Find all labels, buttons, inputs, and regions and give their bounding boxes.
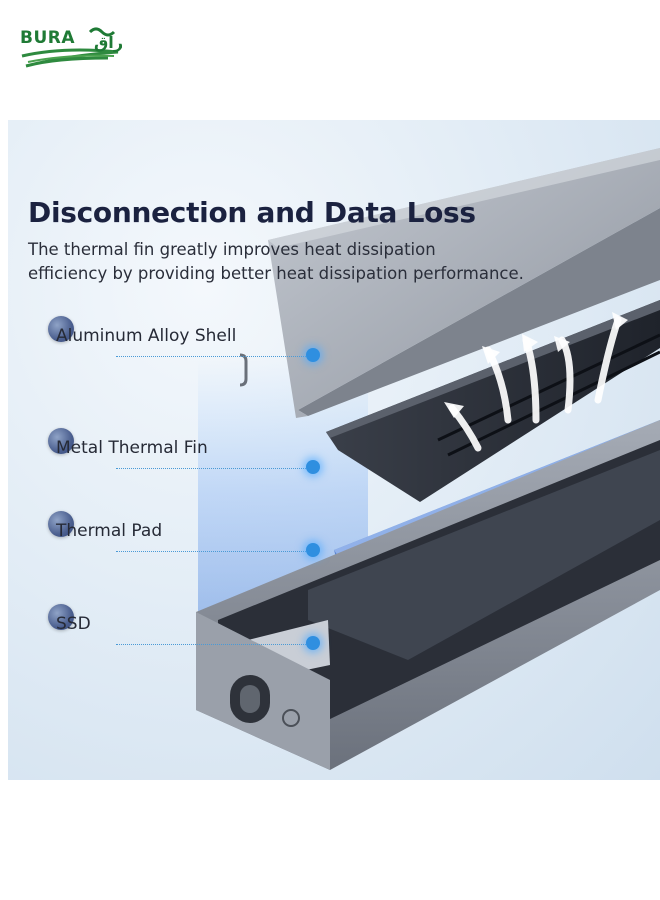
- callout-endpoint: [306, 348, 320, 362]
- callout-thermal-pad: Thermal Pad: [48, 511, 348, 557]
- callout-label: Aluminum Alloy Shell: [56, 326, 237, 346]
- callout-label: SSD: [56, 614, 91, 634]
- callout-aluminum-alloy-shell: Aluminum Alloy Shell: [48, 316, 348, 362]
- headline: Disconnection and Data Loss: [28, 196, 476, 229]
- callout-dot: [48, 511, 74, 537]
- logo-arabic: براق: [94, 33, 122, 52]
- callout-label: Metal Thermal Fin: [56, 438, 208, 458]
- callout-dot: [48, 604, 74, 630]
- callout-dot: [48, 428, 74, 454]
- callout-metal-thermal-fin: Metal Thermal Fin: [48, 428, 348, 474]
- callout-leader-line: [116, 551, 312, 552]
- callout-ssd: SSD: [48, 604, 348, 650]
- description-line: efficiency by providing better heat diss…: [28, 264, 524, 283]
- callout-dot: [48, 316, 74, 342]
- callout-endpoint: [306, 460, 320, 474]
- logo-mark: براق: [21, 27, 122, 68]
- description-line: The thermal fin greatly improves heat di…: [28, 240, 436, 259]
- callout-endpoint: [306, 543, 320, 557]
- callout-leader-line: [116, 644, 312, 645]
- logo-text: BURA: [20, 28, 76, 48]
- callout-endpoint: [306, 636, 320, 650]
- callout-leader-line: [116, 356, 312, 357]
- product-panel: Disconnection and Data Loss The thermal …: [8, 120, 660, 780]
- description: The thermal fin greatly improves heat di…: [28, 238, 588, 286]
- ssd-enclosure-illustration: [196, 148, 660, 770]
- callout-label: Thermal Pad: [56, 521, 163, 541]
- callout-leader-line: [116, 468, 312, 469]
- brand-logo: براق BURA: [18, 22, 122, 72]
